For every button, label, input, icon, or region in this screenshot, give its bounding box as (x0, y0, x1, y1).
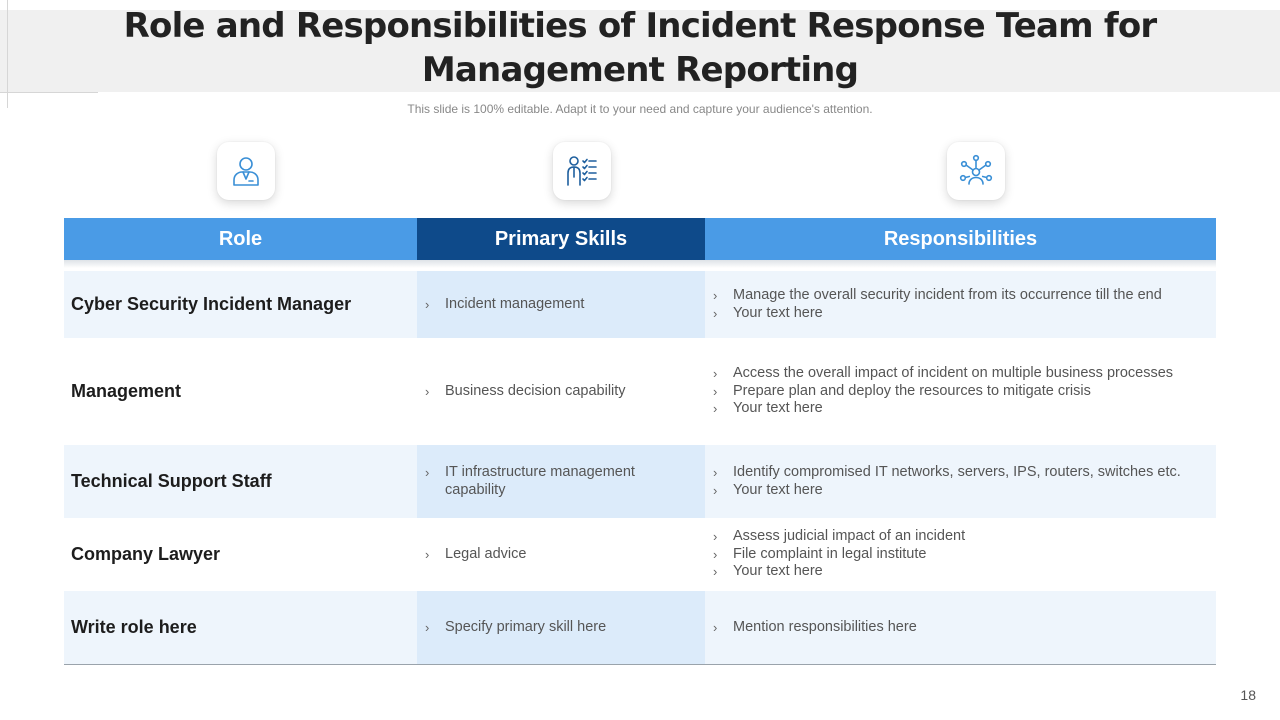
skill-item: Legal advice (425, 546, 526, 564)
header-shadow (64, 260, 1216, 268)
role-cell: Technical Support Staff (64, 445, 417, 518)
skills-cell: IT infrastructure management capability (417, 445, 705, 518)
skills-cell: Specify primary skill here (417, 591, 705, 664)
responsibilities-cell: Access the overall impact of incident on… (705, 338, 1216, 445)
responsibility-item: Your text here (713, 305, 1162, 323)
responsibility-item: Access the overall impact of incident on… (713, 365, 1173, 383)
table-row: Cyber Security Incident Manager Incident… (64, 271, 1216, 338)
responsibility-item: File complaint in legal institute (713, 546, 965, 564)
header-primary-skills: Primary Skills (417, 218, 705, 260)
slide-subtitle: This slide is 100% editable. Adapt it to… (407, 102, 873, 116)
table-row: Management Business decision capability … (64, 338, 1216, 445)
responsibility-item: Identify compromised IT networks, server… (713, 464, 1181, 482)
title-line-2: Management Reporting (421, 50, 859, 90)
responsibility-item: Mention responsibilities here (713, 619, 917, 637)
responsibility-item: Your text here (713, 563, 965, 581)
responsibilities-cell: Assess judicial impact of an incident Fi… (705, 518, 1216, 591)
responsibilities-cell: Identify compromised IT networks, server… (705, 445, 1216, 518)
corner-guide-horizontal (0, 92, 98, 93)
responsibility-item: Manage the overall security incident fro… (713, 287, 1162, 305)
skill-item: Business decision capability (425, 383, 626, 401)
responsibilities-cell: Mention responsibilities here (705, 591, 1216, 664)
title-band (0, 10, 1280, 92)
role-cell: Management (64, 338, 417, 445)
table-bottom-border (64, 664, 1216, 665)
title-line-1: Role and Responsibilities of Incident Re… (123, 6, 1158, 46)
checklist-person-icon (553, 142, 611, 200)
slide-title: Role and Responsibilities of Incident Re… (100, 4, 1180, 92)
role-cell: Write role here (64, 591, 417, 664)
table-row: Technical Support Staff IT infrastructur… (64, 445, 1216, 518)
responsibility-item: Your text here (713, 482, 1181, 500)
responsibility-item: Prepare plan and deploy the resources to… (713, 383, 1173, 401)
skills-cell: Legal advice (417, 518, 705, 591)
header-role: Role (64, 218, 417, 260)
responsibility-item: Assess judicial impact of an incident (713, 528, 965, 546)
skill-item: IT infrastructure management capability (425, 464, 655, 499)
page-number: 18 (1240, 687, 1256, 703)
network-people-icon (947, 142, 1005, 200)
responsibility-item: Your text here (713, 400, 1173, 418)
header-responsibilities: Responsibilities (705, 218, 1216, 260)
role-cell: Company Lawyer (64, 518, 417, 591)
role-cell: Cyber Security Incident Manager (64, 271, 417, 338)
table-row: Write role here Specify primary skill he… (64, 591, 1216, 664)
skill-item: Incident management (425, 296, 584, 314)
skill-item: Specify primary skill here (425, 619, 606, 637)
corner-guide-vertical (7, 0, 8, 108)
skills-cell: Business decision capability (417, 338, 705, 445)
skills-cell: Incident management (417, 271, 705, 338)
table-header: Role Primary Skills Responsibilities (64, 218, 1216, 260)
person-tie-icon (217, 142, 275, 200)
table-row: Company Lawyer Legal advice Assess judic… (64, 518, 1216, 591)
responsibilities-cell: Manage the overall security incident fro… (705, 271, 1216, 338)
